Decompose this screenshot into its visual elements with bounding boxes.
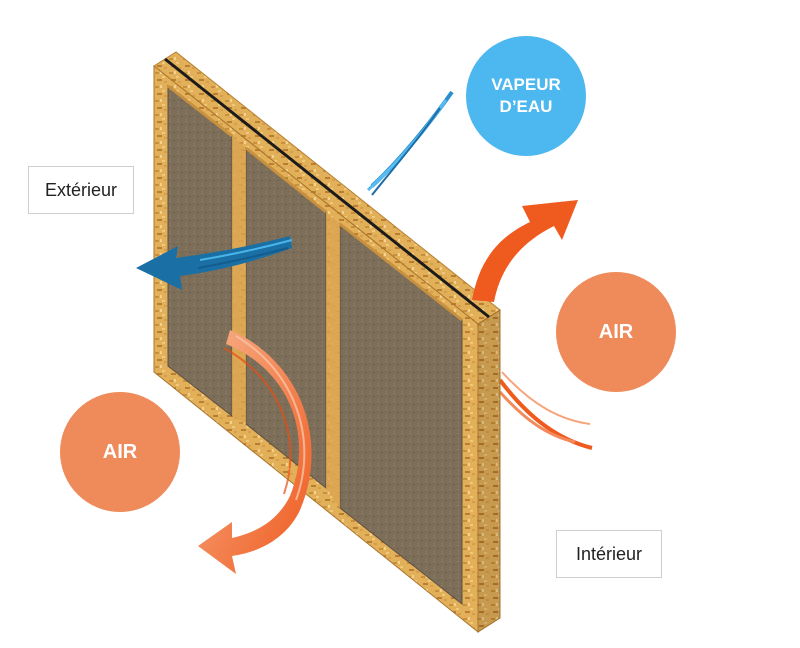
air-bubble-exterior-text: AIR xyxy=(102,440,138,463)
vapor-arrow-exterior xyxy=(136,236,293,290)
air-bubble-exterior: AIR xyxy=(60,392,180,512)
air-arrow-bottom-left xyxy=(198,330,312,574)
exterior-label-text: Extérieur xyxy=(44,179,118,200)
vapor-streaks-top xyxy=(366,90,454,196)
water-vapor-line1: VAPEUR xyxy=(491,75,561,94)
water-vapor-bubble: VAPEUR D’EAU xyxy=(466,36,586,156)
air-streaks-right xyxy=(498,371,593,450)
air-bubble-interior: AIR xyxy=(556,272,676,392)
sip-wall-panel xyxy=(153,51,501,634)
air-arrow-top-right xyxy=(472,200,578,302)
interior-label-text: Intérieur xyxy=(575,543,643,564)
interior-label: Intérieur xyxy=(556,530,662,578)
air-bubble-interior-text: AIR xyxy=(598,320,634,343)
exterior-label: Extérieur xyxy=(28,166,134,214)
water-vapor-line2: D’EAU xyxy=(499,97,553,116)
